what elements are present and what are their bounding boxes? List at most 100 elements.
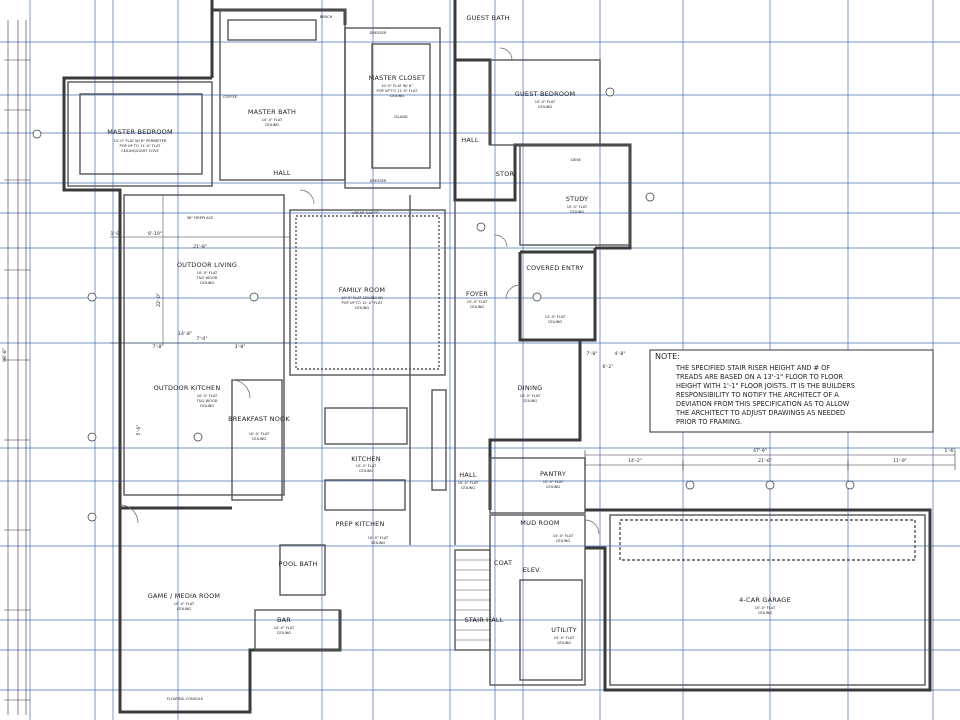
room-garage: 4-CAR GARAGE — [739, 596, 791, 604]
note-line-6: THE ARCHITECT TO ADJUST DRAWINGS AS NEED… — [675, 409, 845, 417]
room-master-bath: MASTER BATH — [248, 108, 296, 116]
note-dresser-top: DRESSER — [370, 31, 387, 35]
room-covered-entry: COVERED ENTRY — [526, 264, 583, 272]
ceiling-bar-1: 10'-0" FLAT — [274, 626, 295, 630]
ceiling-prep-kitchen-2: CEILING — [371, 541, 386, 545]
dim-entry-b: 4'-8" — [615, 351, 626, 357]
note-line-1: THE SPECIFIED STAIR RISER HEIGHT AND # O… — [675, 364, 830, 372]
ceiling-family-room-1: 10'-0" FLAT CEILING W/ — [341, 296, 384, 300]
ceiling-bar-2: CEILING — [277, 631, 292, 635]
dim-game-left: 5'-6" — [136, 425, 142, 436]
ceiling-dining-2: CEILING — [523, 399, 538, 403]
ceiling-utility-1: 10'-0" FLAT — [554, 636, 575, 640]
room-outdoor-kitchen: OUTDOOR KITCHEN — [154, 384, 221, 392]
ceiling-outdoor-living-3: CEILING — [200, 281, 215, 285]
ceiling-game-media-2: CEILING — [177, 607, 192, 611]
left-dimension-strings — [4, 20, 30, 715]
room-outdoor-living: OUTDOOR LIVING — [177, 261, 237, 269]
dim-overall-depth: 98'-8" — [2, 348, 8, 362]
ceiling-prep-kitchen-1: 10'-0" FLAT — [368, 536, 389, 540]
ceiling-master-closet-1: 10'-0" FLAT W/ 6" — [381, 84, 413, 88]
window-callouts — [32, 87, 855, 522]
outdoor-dimension-chain — [110, 195, 290, 345]
door-swings — [119, 47, 600, 535]
dim-outdoor-b: 6'-10" — [148, 231, 162, 237]
room-dining: DINING — [518, 384, 543, 392]
stair-treads — [455, 559, 490, 641]
note-line-2: TREADS ARE BASED ON A 13'-1" FLOOR TO FL… — [675, 373, 844, 381]
room-game-media: GAME / MEDIA ROOM — [148, 592, 220, 600]
ceiling-breakfast-nook-1: 10'-0" FLAT — [249, 432, 270, 436]
ceiling-master-bedroom-1: 10'-0" FLAT W/ 6" PERIMETER — [114, 139, 167, 143]
dim-outdoor-c: 21'-8" — [193, 244, 207, 250]
dim-garage-overall: 47'-9" — [753, 448, 767, 454]
dim-outdoor-e: 14'-8" — [178, 331, 192, 337]
room-foyer: FOYER — [466, 290, 488, 298]
ceiling-mud-room-2: CEILING — [556, 539, 571, 543]
ceiling-kitchen-2: CEILING — [359, 469, 374, 473]
ceiling-outdoor-kitchen-3: CEILING — [200, 404, 215, 408]
room-pool-bath: POOL BATH — [279, 560, 318, 568]
dim-garage-end: 1'-6" — [945, 448, 956, 454]
ceiling-hall-2: CEILING — [461, 486, 476, 490]
ceiling-outdoor-living-2: T&G WOOD — [196, 276, 218, 280]
dim-outdoor-g: 7'-8" — [153, 344, 164, 350]
note-floating-console: FLOATING CONSOLE — [167, 697, 204, 701]
ceiling-covered-entry-2: CEILING — [548, 320, 563, 324]
ceiling-master-bath-1: 10'-0" FLAT — [262, 118, 283, 122]
ceiling-hall-1: 10'-0" FLAT — [458, 481, 479, 485]
room-hall-upper: HALL — [461, 136, 479, 144]
ceiling-garage-1: 10'-0" FLAT — [755, 606, 776, 610]
room-hall-lower: HALL — [459, 471, 477, 479]
dim-garage-mid: 21'-6" — [758, 458, 772, 464]
room-breakfast-nook: BREAKFAST NOOK — [228, 415, 290, 423]
note-bench: BENCH — [320, 15, 333, 19]
note-dresser-bottom: DRESSER — [370, 179, 387, 183]
interior-walls — [67, 9, 926, 686]
ceiling-outdoor-living-1: 10'-0" FLAT — [197, 271, 218, 275]
ceiling-mud-room-1: 10'-0" FLAT — [553, 534, 574, 538]
room-guest-bath: GUEST BATH — [466, 14, 509, 22]
dim-entry-c: 6'-2" — [603, 364, 614, 370]
room-kitchen: KITCHEN — [351, 455, 381, 463]
annotations: DRESSER DRESSER COFFEE BENCH ISLAND 36" … — [167, 15, 582, 701]
note-desk: DESK — [571, 158, 581, 162]
room-family-room: FAMILY ROOM — [339, 286, 385, 294]
dim-outdoor-h: 22'-0" — [156, 293, 162, 307]
note-island: ISLAND — [394, 115, 408, 119]
room-elev: ELEV. — [523, 566, 542, 574]
ceiling-master-bedroom-2: POP UP TO 11'-0" FLAT — [120, 144, 162, 148]
room-pantry: PANTRY — [540, 470, 566, 478]
note-line-4: RESPONSIBILITY TO NOTIFY THE ARCHITECT O… — [676, 391, 839, 399]
ceiling-guest-bedroom-1: 10'-0" FLAT — [535, 100, 556, 104]
ceiling-kitchen-1: 10'-0" FLAT — [356, 464, 377, 468]
ceiling-pantry-2: CEILING — [546, 485, 561, 489]
room-mud-room: MUD ROOM — [520, 519, 559, 527]
ceiling-master-closet-3: CEILING — [390, 94, 405, 98]
ceiling-outdoor-kitchen-2: T&G WOOD — [196, 399, 218, 403]
note-fireplace: 36" FIREPLACE — [187, 216, 214, 220]
dim-outdoor-a: 1'-0" — [111, 231, 122, 237]
dim-entry-a: 7'-8" — [587, 351, 598, 357]
ceiling-dining-1: 10'-0" FLAT — [520, 394, 541, 398]
room-utility: UTILITY — [551, 626, 577, 634]
room-master-bedroom: MASTER BEDROOM — [107, 128, 173, 136]
ceiling-study-1: 10'-0" FLAT — [567, 205, 588, 209]
ceiling-master-closet-2: POP UP TO 11'-0" FLAT — [377, 89, 419, 93]
room-master-closet: MASTER CLOSET — [369, 74, 426, 82]
note-line-5: DEVIATION FROM THIS SPECIFICATION AS TO … — [676, 400, 850, 408]
ceiling-outdoor-kitchen-1: 10'-0" FLAT — [197, 394, 218, 398]
ceiling-pantry-1: 10'-0" FLAT — [543, 480, 564, 484]
room-study: STUDY — [566, 195, 588, 203]
ceiling-master-bath-2: CEILING — [265, 123, 280, 127]
room-hall-master: HALL — [273, 169, 291, 177]
ceiling-guest-bedroom-2: CEILING — [538, 105, 553, 109]
room-stor: STOR. — [496, 170, 517, 178]
dim-outdoor-d: 7'-0" — [197, 336, 208, 342]
ceiling-covered-entry-1: 10'-0" FLAT — [545, 315, 566, 319]
ceiling-study-2: CEILING — [570, 210, 585, 214]
note-line-7: PRIOR TO FRAMING. — [676, 418, 742, 426]
room-prep-kitchen-1: PREP KITCHEN — [335, 520, 384, 528]
dim-garage-left: 14'-2" — [628, 458, 642, 464]
